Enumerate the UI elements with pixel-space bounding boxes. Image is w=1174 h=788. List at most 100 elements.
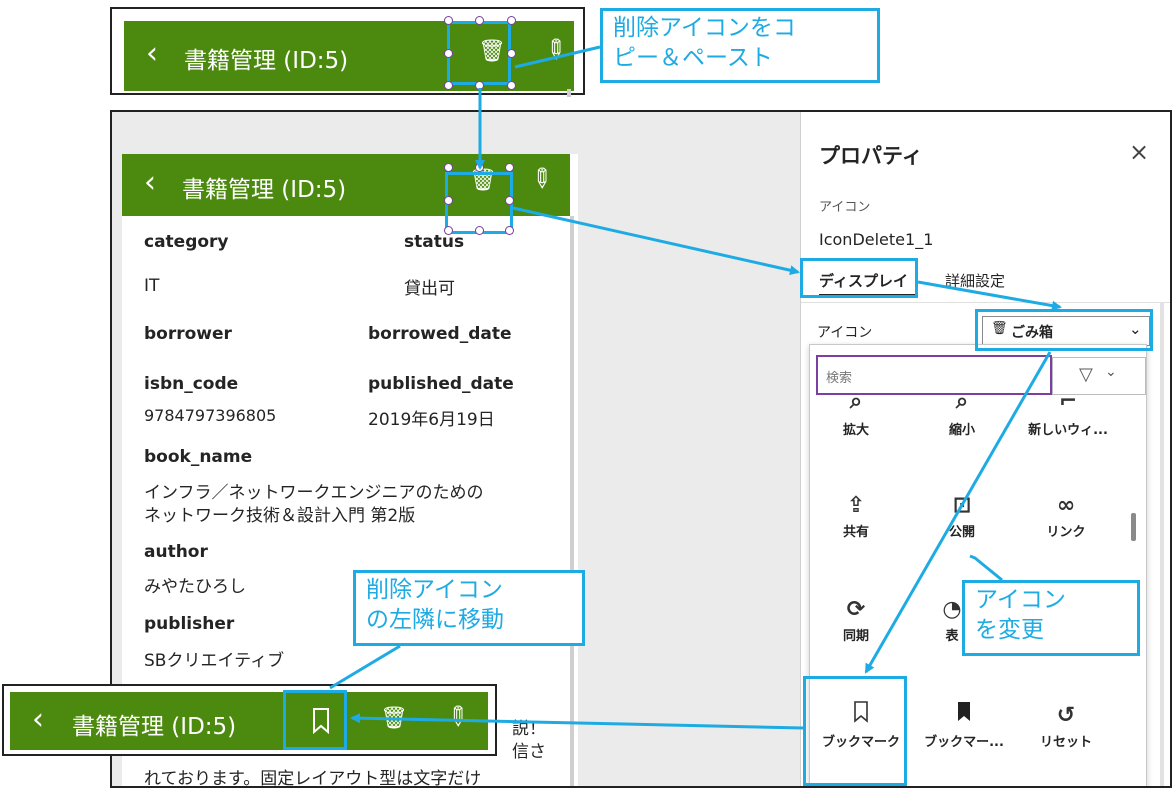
back-chevron-icon[interactable]: ‹ (32, 702, 44, 737)
handle[interactable] (444, 49, 453, 58)
icon-dropdown[interactable]: 🗑 ごみ箱 ⌄ (982, 316, 1150, 346)
arrow (329, 644, 401, 690)
gallery-item-label: 拡大 (842, 423, 869, 438)
gallery-item-link[interactable]: ∞ リンク (1036, 491, 1096, 540)
main-header-title: 書籍管理 (ID:5) (182, 177, 347, 203)
description-fragment: 説！ (512, 719, 546, 739)
gallery-item-bookmark[interactable]: ブックマーク (816, 701, 906, 750)
chevron-down-icon: ⌄ (1105, 364, 1117, 380)
label-published-date: published_date (368, 374, 514, 394)
label-category: category (144, 232, 229, 252)
canvas-form: ‹ 書籍管理 (ID:5) 🗑 ✎ category status IT 貸出可… (122, 154, 578, 788)
callout-change-icon: アイコン を変更 (962, 580, 1140, 656)
label-book-name: book_name (144, 447, 253, 467)
bookmark-highlight (803, 676, 907, 786)
description-fragment: れております。固定レイアウト型は文字だけ (144, 769, 482, 788)
handle[interactable] (444, 226, 453, 235)
callout-text: アイコン (975, 587, 1066, 613)
gallery-item-label: 共有 (842, 525, 869, 540)
handle[interactable] (475, 226, 484, 235)
back-chevron-icon[interactable]: ‹ (146, 36, 158, 71)
label-author: author (144, 542, 208, 562)
icon-dropdown-value: ごみ箱 (1011, 325, 1053, 341)
display-tab-highlight (800, 258, 918, 298)
value-publisher: SBクリエイティブ (144, 651, 285, 671)
handle[interactable] (444, 16, 453, 25)
filter-button[interactable]: ▽ ⌄ (1052, 357, 1146, 395)
handle[interactable] (507, 16, 516, 25)
reset-icon: ↺ (1056, 703, 1076, 728)
top-header-title: 書籍管理 (ID:5) (184, 48, 349, 74)
trash-icon: 🗑 (991, 321, 1008, 336)
icon-search-input[interactable]: 検索 (816, 355, 1052, 395)
value-author: みやたひろし (144, 577, 246, 597)
tab-display[interactable]: ディスプレイ (819, 272, 908, 290)
share-icon: ⇪ (846, 493, 866, 518)
handle[interactable] (444, 81, 453, 90)
description-fragment: 信さ (512, 742, 546, 762)
chevron-down-icon: ⌄ (1129, 320, 1142, 338)
tab-divider (801, 302, 1170, 303)
callout-text: 削除アイコンをコ (613, 15, 796, 41)
handle[interactable] (475, 16, 484, 25)
value-category: IT (144, 276, 160, 296)
callout-text: ピー＆ペースト (613, 45, 773, 71)
trash-icon[interactable]: 🗑 (478, 39, 506, 64)
callout-text: 削除アイコン (366, 577, 503, 603)
icon-search-placeholder: 検索 (826, 371, 853, 386)
side-scrollbar[interactable] (1160, 302, 1164, 786)
gallery-item-bookmark-filled[interactable]: ブックマー... (916, 701, 1012, 750)
label-status: status (404, 232, 465, 252)
close-icon[interactable]: × (1129, 138, 1150, 166)
scroll-track (567, 89, 571, 97)
callout-move-left: 削除アイコン の左隣に移動 (353, 570, 585, 646)
bottom-header-title: 書籍管理 (ID:5) (72, 714, 237, 740)
gallery-item-label: 同期 (842, 629, 869, 644)
handle[interactable] (444, 196, 453, 205)
arrow (512, 206, 800, 276)
sync-icon: ⟳ (846, 597, 866, 622)
label-borrower: borrower (144, 324, 232, 344)
value-status: 貸出可 (404, 279, 455, 299)
gallery-item-label: 公開 (948, 525, 975, 540)
label-publisher: publisher (144, 614, 235, 634)
handle[interactable] (505, 163, 514, 172)
callout-copy-paste: 削除アイコンをコ ピー＆ペースト (600, 8, 880, 83)
main-screenshot: ‹ 書籍管理 (ID:5) 🗑 ✎ category status IT 貸出可… (110, 110, 1172, 788)
arrow (514, 45, 601, 69)
properties-panel: プロパティ × アイコン IconDelete1_1 ディスプレイ 詳細設定 ア… (800, 112, 1170, 786)
icon-property-label: アイコン (817, 325, 873, 341)
handle[interactable] (507, 81, 516, 90)
bookmark-filled-icon (916, 701, 1012, 731)
form-scrollbar[interactable] (570, 216, 574, 786)
handle[interactable] (505, 196, 514, 205)
bookmark-icon (816, 701, 906, 731)
arrow (350, 713, 804, 730)
gallery-item-sync[interactable]: ⟳ 同期 (826, 595, 886, 644)
icon-gallery-popup: 検索 ▽ ⌄ ⌕ 拡大 ⌕ 縮小 ⌐ 新しいウィ... ⇪ (809, 344, 1147, 786)
gallery-item-label: リンク (1046, 525, 1086, 540)
gallery-item-reset[interactable]: ↺ リセット (1030, 701, 1102, 750)
handle[interactable] (444, 163, 453, 172)
properties-title: プロパティ (819, 144, 923, 168)
gallery-item-share[interactable]: ⇪ 共有 (826, 491, 886, 540)
handle[interactable] (507, 49, 516, 58)
gallery-item-label: ブックマー... (924, 735, 1004, 750)
gallery-scrollbar-thumb[interactable] (1131, 513, 1136, 541)
label-borrowed-date: borrowed_date (368, 324, 512, 344)
eye-icon: ◔ (942, 597, 962, 622)
bottom-bookmark-highlight (283, 690, 347, 750)
arrow (969, 554, 1003, 582)
gallery-item-label: 縮小 (948, 423, 975, 438)
tab-advanced[interactable]: 詳細設定 (945, 272, 1006, 290)
gallery-item-label: 表 (945, 629, 959, 644)
link-icon: ∞ (1056, 493, 1076, 518)
filter-icon: ▽ (1079, 364, 1093, 385)
gallery-item-label: ブックマーク (821, 735, 900, 750)
handle[interactable] (505, 226, 514, 235)
gallery-item-view[interactable]: ◔ 表 (932, 595, 972, 644)
bookmark-icon[interactable] (312, 708, 330, 738)
arrow (864, 351, 1052, 674)
back-chevron-icon[interactable]: ‹ (144, 165, 156, 200)
